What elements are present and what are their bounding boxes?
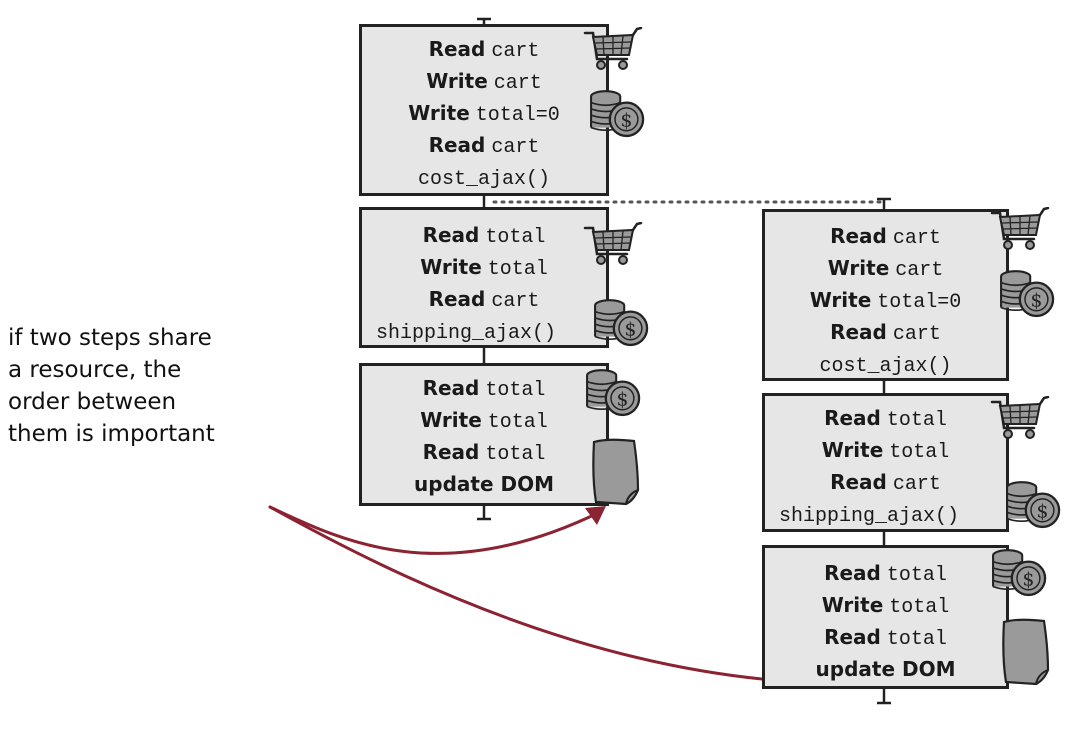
coin-stack-icon — [585, 369, 641, 417]
op-target: cart — [491, 136, 540, 159]
op-target: total — [889, 441, 950, 464]
op-target: total — [487, 411, 548, 434]
op-target: cart — [491, 40, 540, 63]
op-keyword: Read — [428, 133, 486, 157]
op-keyword: Read — [830, 224, 887, 248]
op-target: total — [485, 443, 546, 466]
op-target: cart — [892, 323, 941, 346]
op-target: cart — [895, 259, 944, 282]
op-keyword: Write — [408, 101, 470, 125]
function-call: update DOM — [815, 657, 956, 681]
op-line: update DOM — [362, 472, 606, 496]
op-keyword: Read — [830, 470, 887, 494]
document-icon — [592, 438, 640, 506]
function-call: update DOM — [414, 472, 554, 496]
op-keyword: Write — [821, 438, 884, 462]
op-keyword: Write — [827, 256, 890, 280]
op-target: total — [485, 379, 546, 402]
op-keyword: Read — [824, 561, 881, 585]
op-line: cost_ajax() — [765, 352, 1006, 379]
op-keyword: Write — [420, 255, 482, 279]
op-target: total — [886, 409, 947, 432]
coin-stack-icon — [991, 549, 1047, 597]
function-call: cost_ajax() — [819, 355, 952, 378]
op-keyword: Read — [428, 37, 486, 61]
left-timeline — [477, 17, 491, 521]
op-keyword: Read — [422, 440, 480, 464]
note-line: if two steps share — [8, 325, 212, 351]
op-line: cost_ajax() — [362, 165, 606, 192]
op-target: cart — [491, 290, 540, 313]
coin-stack-icon — [999, 270, 1055, 318]
op-target: total — [886, 564, 947, 587]
coin-stack-icon — [589, 90, 645, 138]
op-target: cart — [892, 473, 941, 496]
arrow-to-left-document — [268, 505, 602, 555]
note-line: them is important — [8, 421, 215, 447]
op-keyword: Read — [824, 625, 881, 649]
op-target: total=0 — [475, 104, 560, 127]
op-keyword: Write — [821, 593, 884, 617]
op-target: cart — [892, 227, 941, 250]
op-line: update DOM — [765, 657, 1006, 681]
shopping-cart-icon — [990, 396, 1050, 440]
op-keyword: Read — [830, 320, 887, 344]
arrowhead-left — [585, 506, 606, 525]
shopping-cart-icon — [583, 27, 643, 71]
op-target: total — [889, 596, 950, 619]
shopping-cart-icon — [990, 207, 1050, 251]
coin-stack-icon — [1005, 481, 1061, 529]
function-call: shipping_ajax() — [779, 505, 960, 528]
op-target: total — [886, 628, 947, 651]
right-timeline — [877, 197, 891, 705]
op-keyword: Write — [426, 69, 488, 93]
coin-stack-icon — [593, 299, 649, 347]
op-target: total=0 — [877, 291, 962, 314]
op-target: cart — [493, 72, 542, 95]
function-call: cost_ajax() — [417, 168, 551, 191]
op-keyword: Read — [422, 223, 480, 247]
op-keyword: Read — [428, 287, 486, 311]
shopping-cart-icon — [583, 222, 643, 266]
op-keyword: Read — [422, 376, 480, 400]
note-line: a resource, the — [8, 357, 182, 383]
function-call: shipping_ajax() — [376, 322, 557, 345]
op-target: total — [485, 226, 546, 249]
op-target: total — [487, 258, 548, 281]
op-keyword: Write — [809, 288, 872, 312]
annotation-note: if two steps share a resource, the order… — [8, 322, 318, 450]
document-icon — [1002, 618, 1050, 686]
op-keyword: Write — [420, 408, 482, 432]
note-line: order between — [8, 389, 177, 415]
op-line: shipping_ajax() — [362, 319, 606, 346]
op-keyword: Read — [824, 406, 881, 430]
op-line: shipping_ajax() — [765, 502, 1006, 529]
